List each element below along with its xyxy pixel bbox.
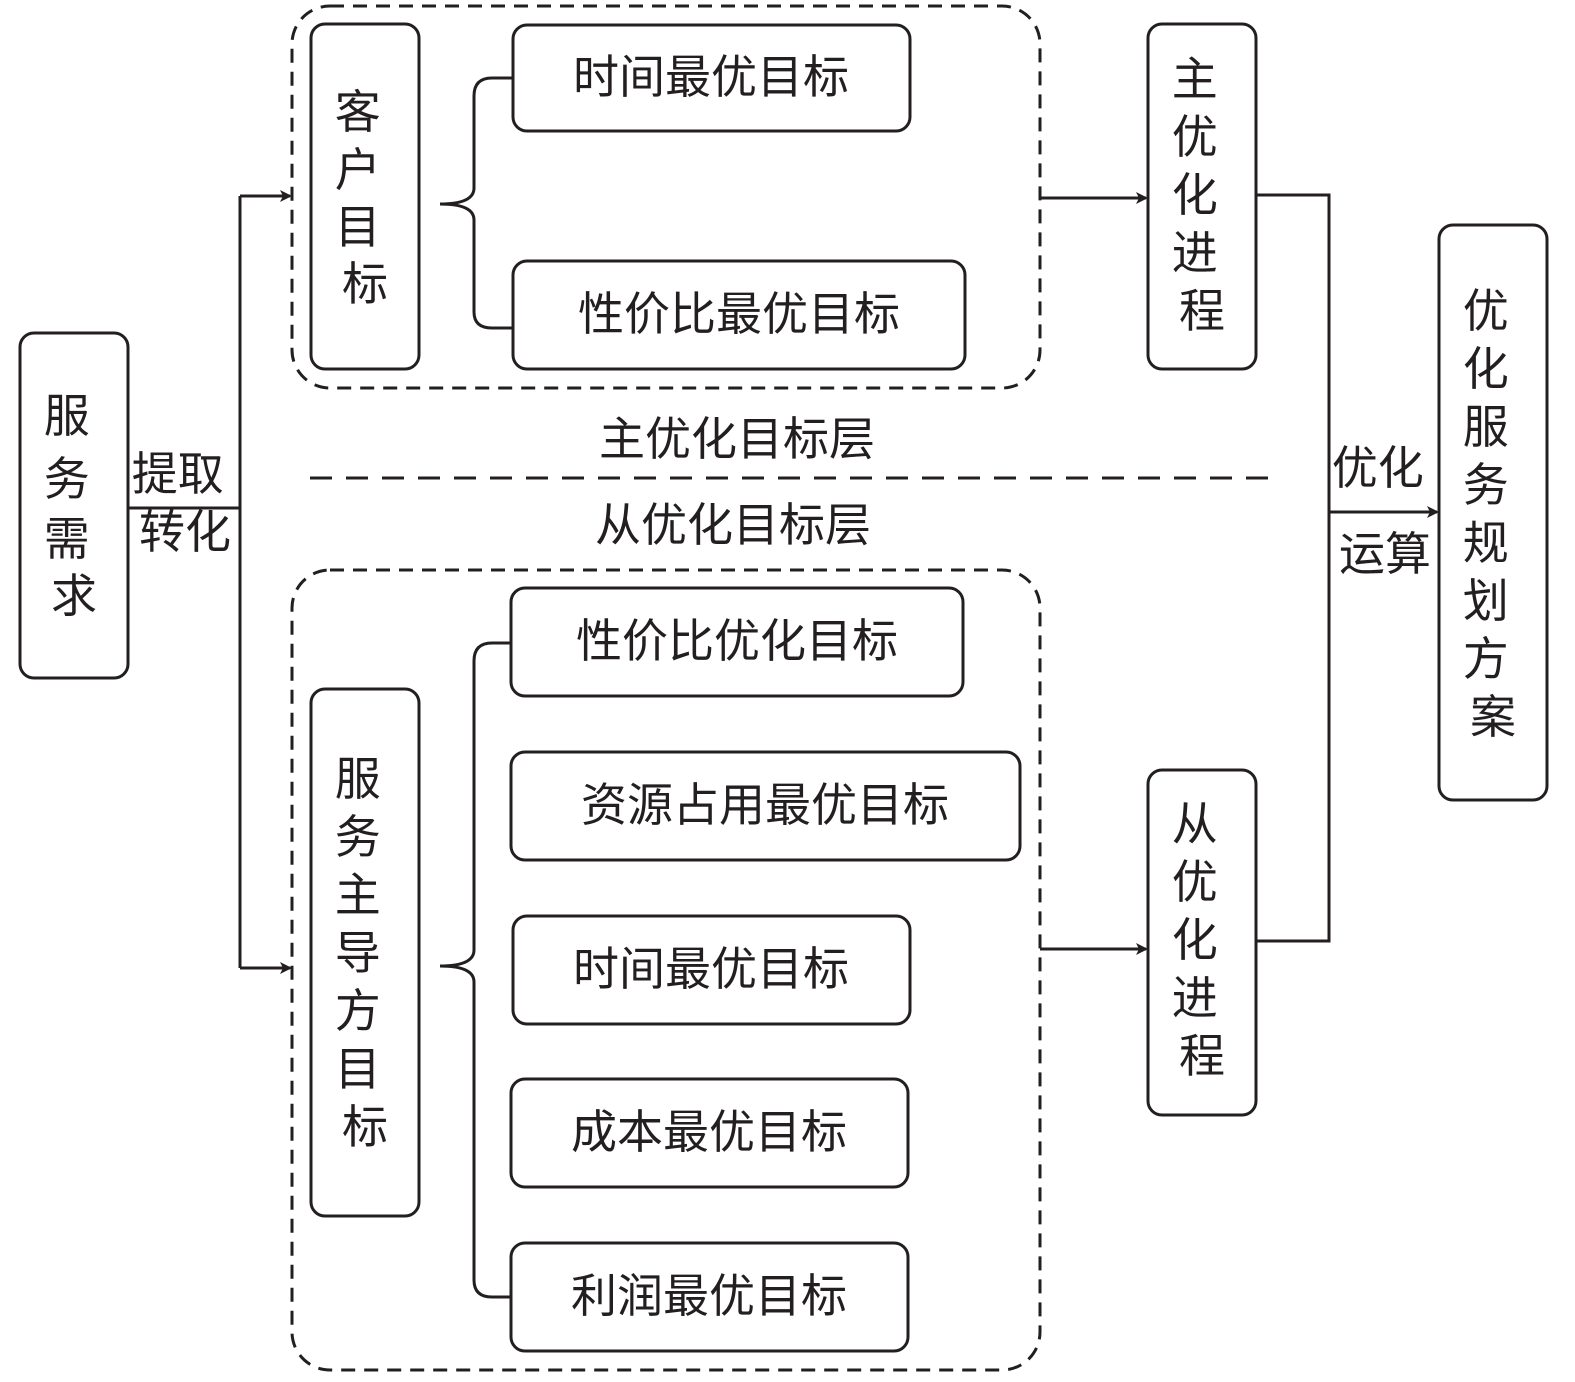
service-demand-char: 服 [44,389,90,443]
provider-item-profit-node [509,1241,910,1353]
secondary-process-char: 化 [1172,913,1218,967]
customer-goal-char: 目 [335,200,381,254]
service-demand-char: 需 [44,512,90,566]
provider-goal-char: 导 [335,926,381,980]
provider-item-value-node [509,586,965,698]
customer-goal-char: 户 [335,143,381,197]
operation-label: 运算 [1339,527,1431,581]
provider-goal-char: 服 [335,752,381,806]
provider-item-time-label: 时间最优目标 [573,942,849,996]
customer-item-value-label: 性价比最优目标 [578,287,900,341]
extract-label: 提取 [132,447,224,501]
svg-text:提取 转化: 提取 转化 [132,447,239,559]
provider-item-cost-node [509,1077,910,1189]
provider-goal-char: 标 [342,1100,388,1154]
primary-process-char: 化 [1172,168,1218,222]
service-plan-char: 化 [1463,342,1509,396]
secondary-process-char: 从 [1172,797,1218,851]
provider-item-value-label: 性价比优化目标 [576,614,898,668]
service-plan-char: 规 [1463,516,1509,570]
provider-item-profit-label: 利润最优目标 [571,1269,847,1323]
svg-text:从 优 化 进 程: 从 优 化 进 程 [1172,797,1233,1083]
svg-text:主 优 化 进 程: 主 优 化 进 程 [1172,52,1233,338]
service-demand-node [18,331,130,680]
customer-item-time-label: 时间最优目标 [573,50,849,104]
provider-item-cost-label: 成本最优目标 [571,1105,847,1159]
svg-text:优化 运算: 优化 运算 [1332,441,1439,581]
primary-process-char: 进 [1172,226,1218,280]
provider-item-resource-node [509,750,1022,862]
merge-connector [1256,193,1331,943]
service-plan-char: 优 [1463,284,1509,338]
secondary-process-char: 优 [1172,855,1218,909]
provider-item-resource-label: 资源占用最优目标 [581,778,949,832]
provider-goal-node [309,687,421,1218]
provider-goal-char: 主 [335,868,381,922]
service-plan-char: 案 [1470,690,1516,744]
customer-item-value-node [511,259,967,371]
svg-text:服 务 需 求: 服 务 需 求 [44,389,105,623]
provider-brace [439,641,512,1299]
customer-goal-char: 客 [335,85,381,139]
service-plan-char: 服 [1463,400,1509,454]
customer-goal-node [309,22,421,371]
secondary-process-char: 程 [1179,1029,1225,1083]
optimization-label: 优化 [1332,441,1424,495]
primary-process-char: 优 [1172,110,1218,164]
svg-text:客 户 目 标: 客 户 目 标 [335,85,396,311]
provider-goal-char: 务 [335,810,381,864]
provider-goal-char: 目 [335,1042,381,1096]
primary-process-char: 主 [1172,52,1218,106]
secondary-goal-group [290,568,1042,1372]
secondary-layer-label: 从优化目标层 [595,498,871,552]
svg-text:服 务 主 导 方: 服 务 主 导 方 目 标 [335,752,396,1154]
svg-text:优 化 服 务 规: 优 化 服 务 规 划 方 案 [1463,284,1524,744]
service-demand-char: 务 [44,452,90,506]
provider-item-time-node [511,914,912,1026]
customer-goal-char: 标 [342,257,388,311]
secondary-process-char: 进 [1172,971,1218,1025]
service-plan-node [1437,223,1549,802]
service-plan-char: 划 [1463,574,1509,628]
service-plan-char: 方 [1463,632,1509,686]
service-demand-char: 求 [51,569,97,623]
provider-goal-char: 方 [335,984,381,1038]
service-plan-char: 务 [1463,458,1509,512]
transform-label: 转化 [139,505,231,559]
primary-process-char: 程 [1179,284,1225,338]
customer-brace [439,76,512,330]
primary-layer-label: 主优化目标层 [599,412,875,466]
customer-item-time-node [511,23,912,133]
